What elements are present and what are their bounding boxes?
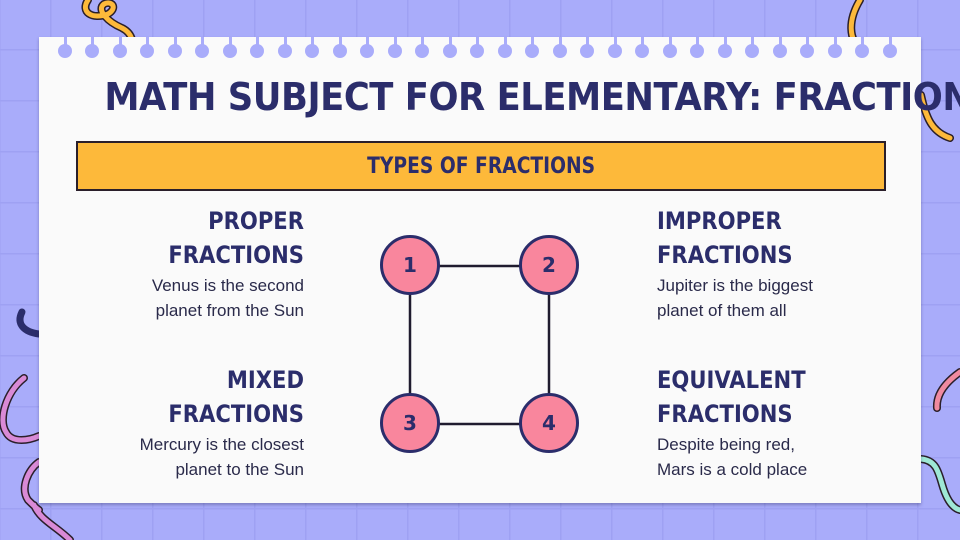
node-1: 1: [380, 235, 440, 295]
banner-label: TYPES OF FRACTIONS: [366, 153, 596, 179]
node-2: 2: [519, 235, 579, 295]
item-heading: IMPROPER: [657, 207, 782, 235]
numbered-diagram: 1 2 3 4: [379, 234, 589, 453]
fraction-type-mixed: MIXED FRACTIONS Mercury is the closest p…: [64, 363, 304, 481]
section-banner: TYPES OF FRACTIONS: [76, 141, 886, 191]
item-heading: FRACTIONS: [657, 241, 793, 269]
item-description: Venus is the second: [151, 276, 304, 295]
node-3: 3: [380, 393, 440, 453]
node-4: 4: [519, 393, 579, 453]
item-description: planet of them all: [657, 301, 787, 320]
item-heading: FRACTIONS: [168, 241, 304, 269]
fraction-type-improper: IMPROPER FRACTIONS Jupiter is the bigges…: [657, 204, 897, 322]
notebook-paper: MATH SUBJECT FOR ELEMENTARY: FRACTIONS T…: [39, 37, 960, 503]
item-heading: MIXED: [226, 366, 304, 394]
item-heading: PROPER: [208, 207, 304, 235]
squiggle-yellow-topleft: [81, 0, 137, 64]
binder-holes: [39, 37, 921, 67]
fraction-type-equivalent: EQUIVALENT FRACTIONS Despite being red, …: [657, 363, 897, 481]
item-heading: EQUIVALENT: [657, 366, 806, 394]
item-description: Jupiter is the biggest: [657, 276, 813, 295]
fraction-type-proper: PROPER FRACTIONS Venus is the second pla…: [64, 204, 304, 322]
item-description: Mars is a cold place: [657, 460, 808, 479]
slide-title: MATH SUBJECT FOR ELEMENTARY: FRACTIONS: [104, 75, 960, 119]
item-heading: FRACTIONS: [168, 400, 304, 428]
item-description: Mercury is the closest: [139, 435, 304, 454]
item-description: planet from the Sun: [155, 301, 304, 320]
item-description: planet to the Sun: [175, 460, 304, 479]
item-heading: FRACTIONS: [657, 400, 793, 428]
item-description: Despite being red,: [657, 435, 795, 454]
